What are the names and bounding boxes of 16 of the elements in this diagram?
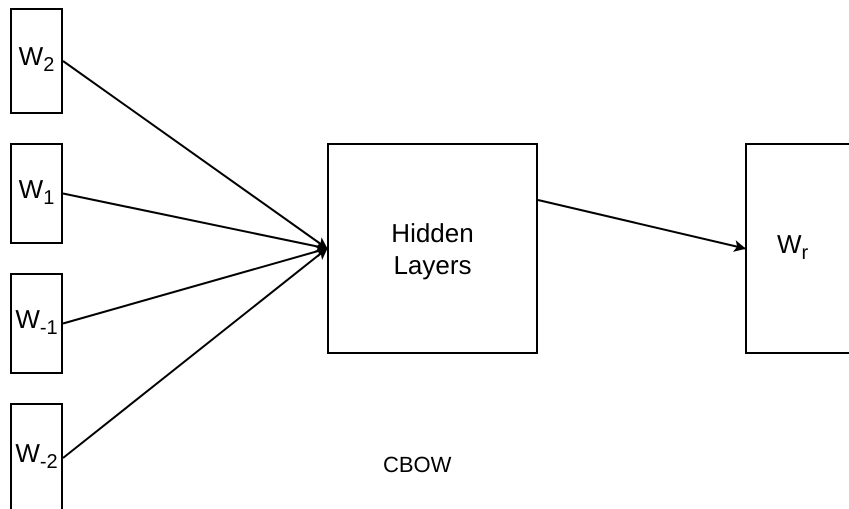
word-box	[745, 143, 849, 354]
word-box	[10, 8, 63, 114]
process-box	[327, 143, 538, 354]
arrow	[538, 199, 746, 252]
node-text: W$_{-1}$	[15, 302, 58, 342]
word-box	[10, 273, 63, 374]
node-text: W$_{r}$	[777, 228, 808, 266]
arrow	[62, 248, 328, 459]
word-box	[10, 143, 63, 244]
node-text: W$_{2}$	[18, 40, 54, 79]
diagram-label: CBOW	[383, 452, 452, 478]
node-text: Hidden Layers	[390, 216, 475, 280]
node-text: W$_{1}$	[18, 172, 54, 212]
arrow	[62, 60, 328, 250]
node-text: W$_{-2}$	[15, 437, 58, 476]
word-box	[10, 403, 63, 509]
